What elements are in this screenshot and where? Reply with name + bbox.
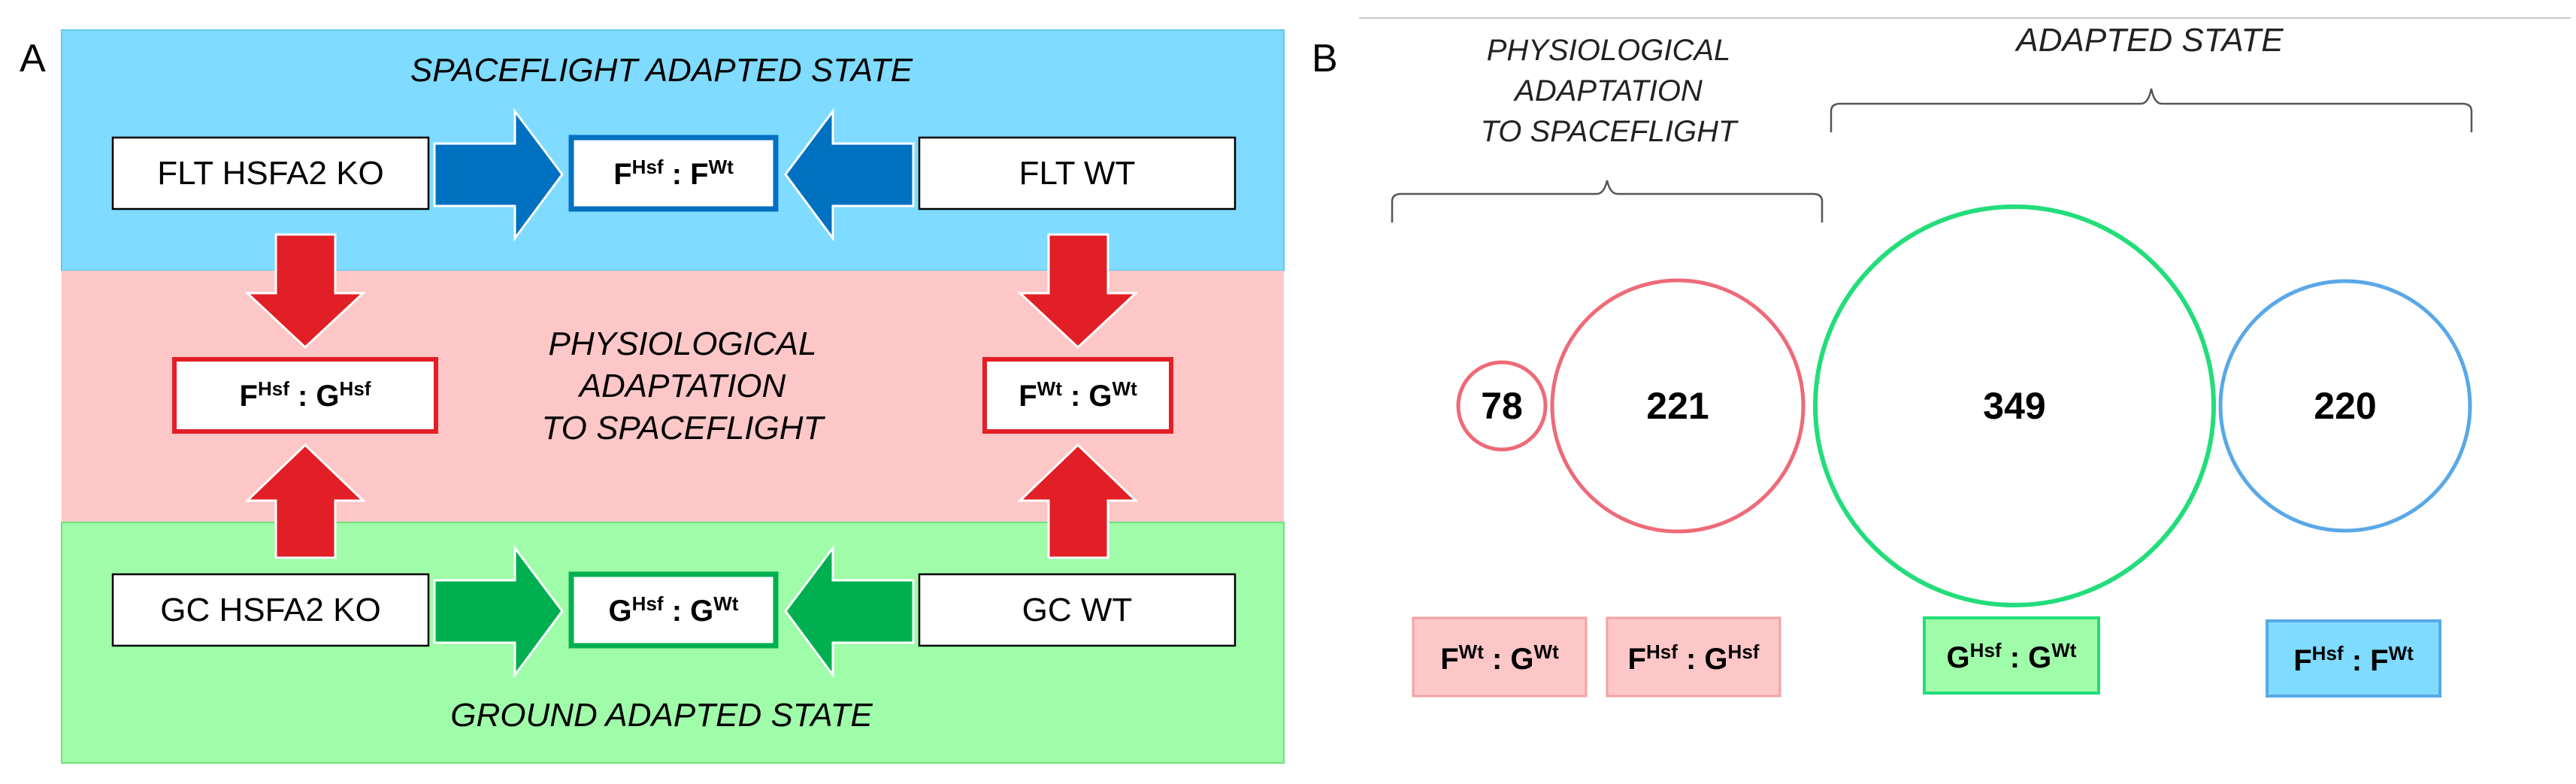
gc-wt-box bbox=[918, 573, 1237, 647]
circle-fhsf-fwt-value: 220 bbox=[2314, 385, 2376, 427]
circle-fwt-gwt-value: 78 bbox=[1481, 385, 1523, 427]
comparison-flt-box bbox=[568, 135, 779, 212]
physiological-title-line2: ADAPTATION bbox=[577, 368, 786, 404]
bracket-left bbox=[1391, 180, 1824, 222]
legend-fwt-gwt-label: FWt : GWt bbox=[1440, 640, 1559, 676]
circle-ghsf-gwt-value: 349 bbox=[1983, 385, 2045, 427]
panel-b-letter: B bbox=[1312, 37, 1338, 80]
gc-ko-label: GC HSFA2 KO bbox=[160, 592, 380, 628]
physiological-title-line3: TO SPACEFLIGHT bbox=[542, 410, 826, 446]
panel-a-letter: A bbox=[20, 37, 46, 80]
gc-ko-right-arrow bbox=[433, 544, 564, 679]
flt-ko-right-arrow bbox=[433, 107, 564, 242]
ko-up-arrow bbox=[244, 443, 366, 559]
bracket-left-label-line1: PHYSIOLOGICAL bbox=[1487, 34, 1731, 67]
comparison-gc-label: GHsf : GWt bbox=[609, 592, 739, 628]
flt-ko-box bbox=[111, 136, 430, 210]
flt-wt-left-arrow bbox=[784, 107, 915, 242]
comparison-wt-label: FWt : GWt bbox=[1019, 377, 1137, 413]
panel-a: A SPACEFLIGHT ADAPTED STATE PHYSIOLOGICA… bbox=[20, 29, 1285, 764]
physiological-title-line1: PHYSIOLOGICAL bbox=[548, 325, 816, 362]
gc-wt-label: GC WT bbox=[1022, 592, 1133, 628]
comparison-ko-label: FHsf : GHsf bbox=[240, 377, 371, 413]
circle-fwt-gwt bbox=[1456, 360, 1548, 452]
flt-wt-label: FLT WT bbox=[1019, 155, 1136, 192]
comparison-gc-box bbox=[568, 571, 779, 649]
ground-adapted-title: GROUND ADAPTED STATE bbox=[450, 697, 873, 734]
bracket-left-label-line3: TO SPACEFLIGHT bbox=[1481, 115, 1739, 148]
circle-fhsf-fwt bbox=[2218, 279, 2472, 533]
spaceflight-adapted-title: SPACEFLIGHT ADAPTED STATE bbox=[410, 52, 913, 89]
comparison-ko-box bbox=[172, 357, 438, 434]
bracket-right-label: ADAPTED STATE bbox=[2014, 22, 2284, 59]
comparison-wt-box bbox=[982, 357, 1173, 434]
wt-down-arrow bbox=[1017, 233, 1139, 350]
gc-ko-box bbox=[111, 573, 430, 647]
ko-down-arrow bbox=[244, 233, 366, 350]
flt-ko-label: FLT HSFA2 KO bbox=[157, 155, 384, 192]
legend-ghsf-gwt-box bbox=[1923, 616, 2100, 695]
legend-fhsf-fwt-box bbox=[2266, 619, 2441, 698]
legend-ghsf-gwt-label: GHsf : GWt bbox=[1947, 639, 2077, 674]
legend-fhsf-ghsf-box bbox=[1606, 616, 1781, 698]
circle-ghsf-gwt bbox=[1813, 204, 2216, 607]
circle-fhsf-ghsf bbox=[1550, 278, 1806, 534]
bracket-right bbox=[1830, 88, 2473, 132]
gc-wt-left-arrow bbox=[784, 544, 915, 679]
legend-fwt-gwt-box bbox=[1412, 616, 1588, 698]
wt-up-arrow bbox=[1017, 443, 1139, 559]
bracket-left-label-line2: ADAPTATION bbox=[1513, 74, 1703, 107]
panel-b: B PHYSIOLOGICAL ADAPTATION TO SPACEFLIGH… bbox=[1312, 17, 2571, 698]
circle-fhsf-ghsf-value: 221 bbox=[1646, 385, 1709, 427]
legend-fhsf-fwt-label: FHsf : FWt bbox=[2293, 642, 2414, 677]
flt-wt-box bbox=[918, 136, 1237, 210]
comparison-flt-label: FHsf : FWt bbox=[613, 156, 734, 191]
legend-fhsf-ghsf-label: FHsf : GHsf bbox=[1628, 640, 1760, 676]
